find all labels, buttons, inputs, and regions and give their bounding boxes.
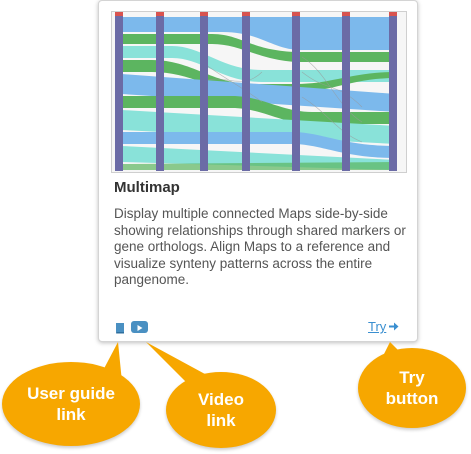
callout-video-text: Video link <box>198 390 244 430</box>
multimap-synteny-illustration <box>112 12 406 172</box>
callout-video-link: Video link <box>166 372 276 448</box>
card-title: Multimap <box>114 179 180 196</box>
try-button[interactable]: Try <box>368 319 399 334</box>
try-label: Try <box>368 319 387 334</box>
book-icon[interactable] <box>114 321 126 334</box>
multimap-card: Multimap Display multiple connected Maps… <box>98 0 418 342</box>
arrow-right-icon <box>389 322 399 331</box>
callout-try-button: Try button <box>358 348 466 428</box>
multimap-preview-image <box>111 11 407 173</box>
callout-user-guide-text: User guide link <box>27 384 115 424</box>
callout-try-text: Try button <box>385 368 439 408</box>
card-description: Display multiple connected Maps side-by-… <box>114 206 406 287</box>
play-video-icon[interactable] <box>131 321 148 333</box>
